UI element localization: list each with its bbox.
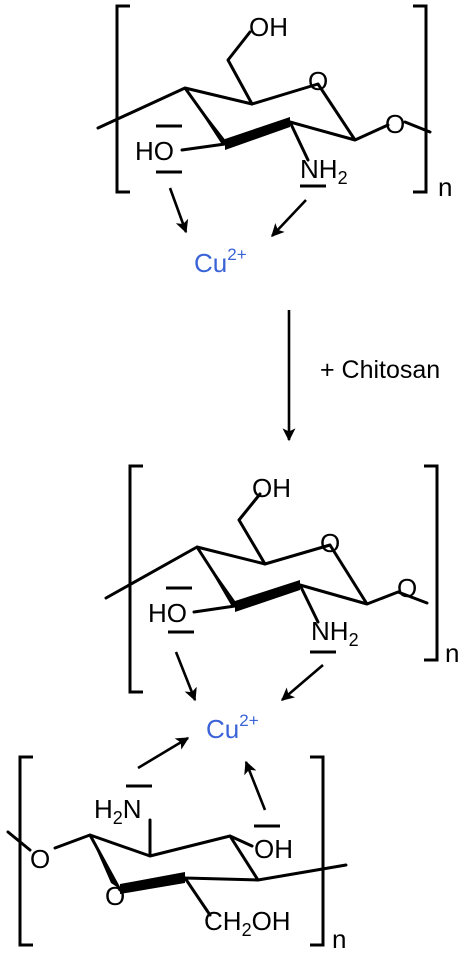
top-ch2oh-label: OH xyxy=(249,12,288,42)
top-n-to-cu-arrow xyxy=(271,199,307,237)
middle-repeat-index: n xyxy=(445,638,459,668)
bottom-right-bracket xyxy=(310,755,325,947)
middle-glycosidic-oxygen: O xyxy=(397,573,417,603)
bottom-n-to-cu-arrow xyxy=(137,736,190,770)
top-ring-oxygen: O xyxy=(308,66,328,96)
bottom-hydroxyl-label: OH xyxy=(254,834,293,864)
top-repeat-index: n xyxy=(438,172,452,202)
top-left-bracket xyxy=(115,4,130,194)
top-ring-bonds xyxy=(96,30,432,162)
middle-right-bracket xyxy=(424,464,439,662)
middle-ring-wedge-bond xyxy=(235,580,300,612)
top-ring-wedge-bond xyxy=(225,117,290,150)
middle-o-to-cu-arrow xyxy=(174,651,197,702)
bottom-glycosidic-oxygen: O xyxy=(30,844,50,874)
top-right-bracket xyxy=(413,4,428,194)
middle-ring-wedge-bond-2 xyxy=(197,547,240,608)
top-glycosidic-oxygen: O xyxy=(385,109,405,139)
middle-n-to-cu-arrow xyxy=(281,664,324,701)
middle-amine-label: NH2 xyxy=(311,616,359,650)
copper-ion-top: Cu2+ xyxy=(194,245,247,278)
bottom-chitosan-unit: O O H2N OH CH2OH n xyxy=(6,755,348,954)
top-amine-label: NH2 xyxy=(300,154,348,188)
reagent-label: + Chitosan xyxy=(320,356,440,384)
bottom-amine-label: H2N xyxy=(94,794,142,828)
top-chitosan-unit: OH O O HO NH2 n xyxy=(96,4,452,202)
bottom-left-bracket xyxy=(18,755,33,947)
bottom-repeat-index: n xyxy=(332,924,346,954)
middle-hydroxyl-label: HO xyxy=(148,598,187,628)
top-ring-wedge-bond-2 xyxy=(185,88,230,146)
middle-ring-bonds xyxy=(104,492,429,624)
bottom-ring-bonds xyxy=(6,818,348,917)
bottom-ring-oxygen: O xyxy=(105,881,125,911)
copper-ion-bottom: Cu2+ xyxy=(206,711,259,744)
middle-chitosan-unit: OH O O HO NH2 n xyxy=(104,464,459,694)
bottom-ring-wedge-bond xyxy=(120,872,185,894)
top-hydroxyl-label: HO xyxy=(135,136,174,166)
middle-ch2oh-label: OH xyxy=(252,473,291,503)
middle-left-bracket xyxy=(128,464,143,694)
middle-ring-oxygen: O xyxy=(320,528,340,558)
top-o-to-cu-arrow xyxy=(168,187,189,234)
bottom-ring-wedge-bond-2 xyxy=(90,835,120,889)
bottom-ch2oh-label: CH2OH xyxy=(204,906,291,940)
bottom-o-to-cu-arrow xyxy=(244,760,267,811)
